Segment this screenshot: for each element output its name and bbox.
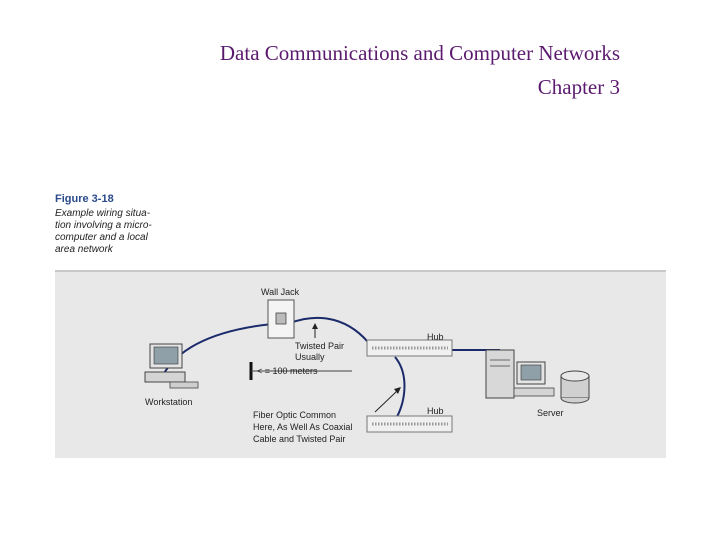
slide-title: Data Communications and Computer Network… <box>219 41 620 65</box>
arrow-twisted-pair <box>312 323 318 338</box>
caption-line: area network <box>55 244 113 255</box>
hub-top-label: Hub <box>427 332 444 342</box>
cable-hub-to-hub <box>394 356 406 421</box>
hub-bottom-label: Hub <box>427 406 444 416</box>
fiber-label-line1: Fiber Optic Common <box>253 410 336 420</box>
hub-top <box>366 339 453 357</box>
cable-walljack-to-hub <box>289 316 373 348</box>
slide-subtitle: Chapter 3 <box>537 75 620 99</box>
twisted-pair-label: Twisted Pair <box>295 341 344 351</box>
figure-caption: Example wiring situa- tion involving a m… <box>55 208 195 256</box>
storage-cylinder <box>560 370 590 404</box>
caption-line: Example wiring situa- <box>55 208 151 219</box>
workstation-label: Workstation <box>145 397 192 407</box>
twisted-pair-usually-label: Usually <box>295 352 325 362</box>
figure-label: Figure 3-18 <box>55 193 114 205</box>
distance-label: < = 100 meters <box>257 366 318 376</box>
workstation-computer <box>144 343 199 389</box>
caption-line: tion involving a micro- <box>55 220 152 231</box>
fiber-label-line3: Cable and Twisted Pair <box>253 434 345 444</box>
arrow-fiber <box>374 387 401 413</box>
distance-marker <box>249 362 352 380</box>
caption-line: computer and a local <box>55 232 148 243</box>
fiber-label-line2: Here, As Well As Coaxial <box>253 422 352 432</box>
server-computer <box>485 349 555 399</box>
server-label: Server <box>537 408 564 418</box>
hub-bottom <box>366 415 453 433</box>
wall-jack <box>267 299 295 339</box>
wall-jack-label: Wall Jack <box>261 287 300 297</box>
